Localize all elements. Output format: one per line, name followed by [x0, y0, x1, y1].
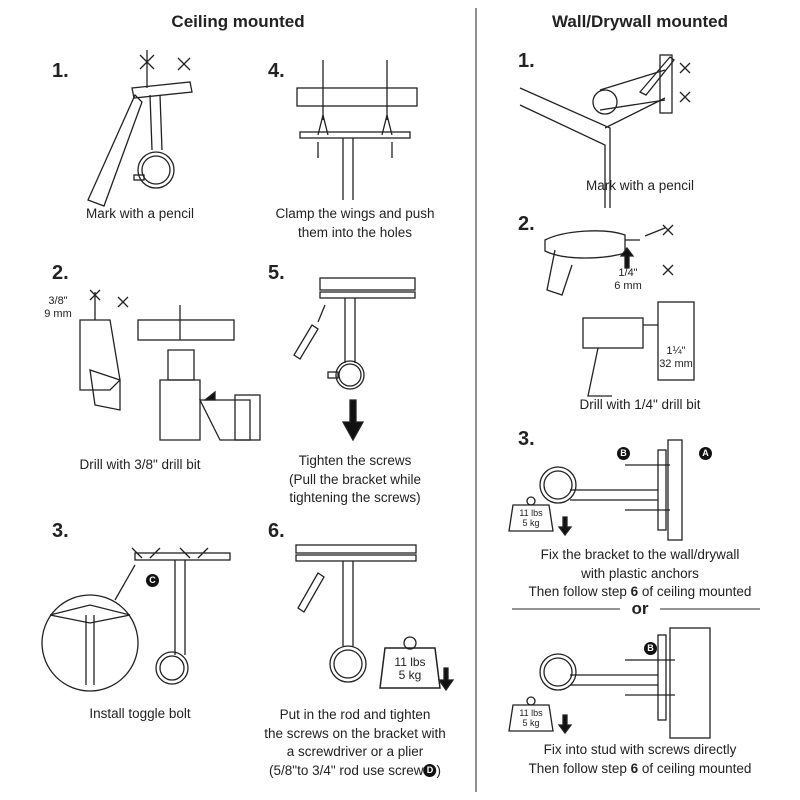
caption: Drill with 3/8" drill bit: [79, 457, 201, 472]
wall-step2-illustration: [544, 224, 695, 397]
step-number: 3.: [52, 520, 69, 542]
ceiling-step3-illustration: [41, 547, 231, 692]
drill-depth-label: 1¼"32 mm: [659, 345, 693, 370]
caption: Mark with a pencil: [85, 206, 195, 221]
badge-b: B: [617, 447, 630, 460]
ceiling-step2-illustration: [79, 289, 261, 441]
wall-alt-illustration: [508, 627, 711, 739]
wall-step1-illustration: [519, 54, 691, 208]
step-number: 6.: [268, 520, 285, 542]
caption: Tighten the screws(Pull the bracket whil…: [288, 453, 422, 505]
ceiling-step4-illustration: [296, 60, 418, 200]
wall-step3-illustration: [508, 439, 683, 541]
badge-a: A: [699, 447, 712, 460]
ceiling-step5-illustration: [293, 277, 416, 442]
caption: Drill with 1/4" drill bit: [579, 397, 701, 412]
step-number: 4.: [268, 60, 285, 82]
wall-title: Wall/Drywall mounted: [551, 12, 729, 31]
step-number: 1.: [52, 60, 69, 82]
step-number: 1.: [518, 50, 535, 72]
step-number: 2.: [518, 213, 535, 235]
badge-c: C: [146, 574, 159, 587]
or-separator: or: [631, 599, 649, 618]
caption: Install toggle bolt: [89, 706, 191, 721]
step-number: 3.: [518, 428, 535, 450]
badge-d: D: [423, 764, 437, 778]
drill-size-label: 3/8"9 mm: [44, 295, 72, 320]
ceiling-title: Ceiling mounted: [171, 12, 305, 31]
ceiling-step6-illustration: [295, 544, 455, 692]
step-number: 5.: [268, 262, 285, 284]
step-number: 2.: [52, 262, 69, 284]
ceiling-step1-illustration: [87, 50, 193, 207]
badge-b: B: [644, 642, 657, 655]
caption: Mark with a pencil: [585, 178, 695, 193]
drill-size-label: 1/4"6 mm: [614, 267, 642, 292]
